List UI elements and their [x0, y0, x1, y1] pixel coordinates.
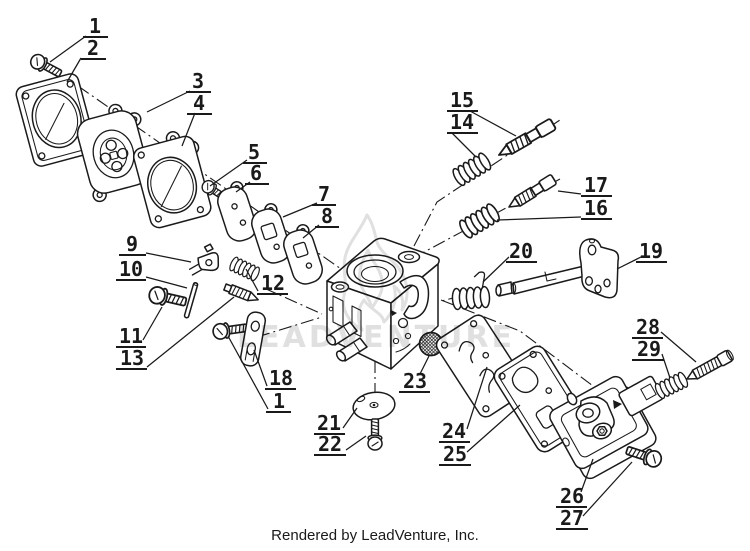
part-callout-3-label: 3 [192, 69, 204, 93]
part-callout-19-label: 1 [273, 389, 285, 413]
part-callout-29-label: 28 [636, 315, 660, 339]
part-callout-20-label: 19 [639, 239, 663, 263]
part-cover-26 [549, 375, 664, 480]
part-callout-2-label: 2 [87, 36, 99, 60]
part-callout-1-label: 1 [89, 14, 101, 38]
part-callout-21-label: 20 [509, 239, 533, 263]
part-cover-plate-2 [15, 73, 97, 167]
part-gasket-7 [251, 203, 291, 264]
part-callout-17-label: 17 [584, 173, 608, 197]
part-spring-12 [227, 255, 262, 283]
part-callout-5-label: 5 [248, 140, 260, 164]
part-callout-14-label: 14 [450, 110, 474, 134]
part-needle-13 [223, 283, 259, 302]
part-disc-21 [352, 391, 396, 421]
part-callout-22-label: 21 [317, 411, 341, 435]
part-callout-30-label: 29 [637, 337, 661, 361]
part-bracket-18 [239, 311, 267, 367]
part-spring-14 [450, 150, 494, 188]
part-screw-28 [686, 349, 734, 380]
part-callout-24-label: 23 [403, 369, 427, 393]
part-callout-6-label: 6 [250, 161, 262, 185]
part-gasket-4 [132, 131, 212, 229]
part-callout-13-label: 13 [120, 346, 144, 370]
watermark-text: LEADVENTURE [237, 320, 515, 355]
part-spring-29 [652, 370, 691, 401]
part-callout-16-label: 16 [584, 196, 608, 220]
part-screw-11 [146, 284, 189, 312]
part-screen-23 [418, 331, 444, 357]
part-callout-10-label: 10 [119, 257, 143, 281]
callout-labels: 1234567891011121314151617181192021222324… [81, 14, 667, 530]
parts-layer [15, 51, 734, 480]
part-callout-18-label: 18 [269, 366, 293, 390]
part-callout-27-label: 26 [560, 484, 584, 508]
leader-lines [49, 35, 697, 517]
part-needle-screw-17 [505, 173, 558, 213]
part-lever-9 [188, 243, 220, 276]
part-spring-20 [451, 271, 491, 311]
part-callout-12-label: 12 [261, 271, 285, 295]
part-callout-28-label: 27 [560, 506, 584, 530]
part-diaphragm-3 [76, 103, 150, 203]
part-callout-11-label: 11 [119, 324, 143, 348]
part-spring-16 [456, 201, 503, 241]
part-callout-26-label: 25 [443, 442, 467, 466]
part-callout-25-label: 24 [442, 419, 466, 443]
part-needle-screw-15 [494, 117, 558, 162]
part-pin-10 [183, 282, 199, 319]
part-pump-plate-6 [217, 181, 257, 242]
part-callout-9-label: 9 [126, 232, 138, 256]
part-diaphragm-8 [283, 224, 323, 285]
flame-icon [341, 213, 409, 332]
watermark: LEADVENTURE [237, 213, 515, 355]
part-callout-8-label: 8 [321, 204, 333, 228]
footer-credit: Rendered by LeadVenture, Inc. [271, 527, 479, 544]
part-callout-23-label: 22 [318, 432, 342, 456]
part-callout-7-label: 7 [318, 182, 330, 206]
part-shaft-19 [495, 238, 620, 299]
part-callout-15-label: 15 [450, 88, 474, 112]
part-screw-22 [367, 418, 383, 451]
part-callout-4-label: 4 [193, 91, 205, 115]
